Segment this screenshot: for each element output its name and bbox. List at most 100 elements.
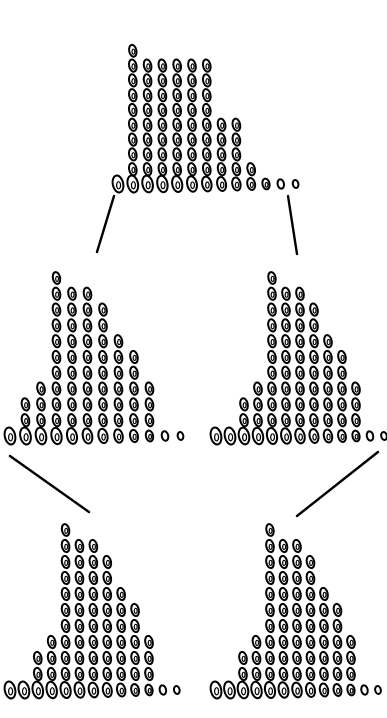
- seed-mark: [333, 603, 343, 617]
- seed-mark: [292, 651, 302, 665]
- seed-mark: [114, 382, 124, 396]
- seed-mark: [309, 303, 319, 317]
- seed-mark: [250, 681, 263, 699]
- seed-mark: [265, 603, 275, 617]
- seed-mark: [265, 619, 275, 633]
- seed-mark: [157, 162, 167, 176]
- seed-mark: [172, 162, 182, 176]
- seed-mark: [187, 103, 197, 117]
- seed-mark: [129, 398, 139, 412]
- seed-mark: [265, 635, 275, 649]
- seed-mark: [308, 428, 319, 444]
- seed-mark: [267, 382, 277, 396]
- seed-mark: [52, 319, 62, 333]
- seed-mark: [88, 539, 98, 553]
- seed-mark: [129, 366, 139, 380]
- seed-mark: [187, 148, 197, 162]
- seed-mark: [61, 635, 71, 649]
- seed-mark: [253, 413, 263, 427]
- seed-mark: [265, 651, 275, 665]
- seed-mark: [88, 651, 98, 665]
- seed-mark: [59, 681, 72, 699]
- tree-middle-left: [3, 271, 184, 445]
- seed-mark: [295, 413, 305, 427]
- seed-mark: [295, 287, 305, 301]
- seed-mark: [88, 635, 98, 649]
- seed-mark: [102, 651, 112, 665]
- seed-mark: [75, 635, 85, 649]
- seed-mark: [143, 74, 153, 88]
- seed-mark: [309, 334, 319, 348]
- seed-mark: [202, 103, 212, 117]
- seed-mark: [102, 667, 112, 681]
- seed-mark: [295, 334, 305, 348]
- seed-mark: [374, 686, 381, 695]
- seed-mark: [145, 382, 155, 396]
- seed-mark: [281, 366, 291, 380]
- seed-mark: [130, 651, 140, 665]
- seed-mark: [128, 118, 138, 132]
- seed-mark: [202, 133, 212, 147]
- apex-seed-mark: [265, 523, 275, 536]
- seed-mark: [337, 366, 347, 380]
- seed-mark: [323, 334, 333, 348]
- seed-mark: [251, 427, 264, 445]
- seed-mark: [67, 350, 77, 364]
- seed-mark: [83, 413, 93, 427]
- seed-mark: [187, 133, 197, 147]
- seed-mark: [323, 429, 334, 444]
- seed-mark: [159, 685, 167, 696]
- connector-top-to-middle-left: [97, 196, 114, 252]
- seed-mark: [252, 667, 262, 681]
- seed-mark: [157, 74, 167, 88]
- seed-mark: [306, 667, 316, 681]
- seed-mark: [61, 651, 71, 665]
- seed-mark: [36, 382, 46, 396]
- seed-mark: [337, 350, 347, 364]
- seed-mark: [66, 427, 79, 445]
- seed-mark: [333, 635, 343, 649]
- seed-mark: [187, 162, 197, 176]
- seed-mark: [75, 619, 85, 633]
- seed-mark: [172, 74, 182, 88]
- seed-mark: [177, 432, 184, 441]
- seed-mark: [295, 303, 305, 317]
- seed-mark: [281, 334, 291, 348]
- seed-mark: [292, 587, 302, 601]
- seed-mark: [292, 619, 302, 633]
- seed-mark: [279, 619, 289, 633]
- seed-mark: [143, 133, 153, 147]
- seed-mark: [102, 603, 112, 617]
- connector-lines: [10, 196, 378, 516]
- seed-mark: [309, 382, 319, 396]
- seed-mark: [351, 382, 361, 396]
- seed-mark: [279, 651, 289, 665]
- seed-mark: [351, 430, 360, 442]
- seed-mark: [156, 175, 169, 193]
- seed-mark: [267, 334, 277, 348]
- seed-mark: [306, 571, 316, 585]
- seed-mark: [309, 350, 319, 364]
- seed-mark: [98, 303, 108, 317]
- seed-mark: [52, 398, 62, 412]
- seed-mark: [102, 587, 112, 601]
- seed-mark: [33, 651, 43, 665]
- seed-mark: [267, 398, 277, 412]
- seed-mark: [67, 287, 77, 301]
- seed-mark: [337, 398, 347, 412]
- seed-mark: [83, 334, 93, 348]
- seed-mark: [252, 635, 262, 649]
- seed-mark: [295, 398, 305, 412]
- seed-mark: [263, 681, 276, 699]
- seed-mark: [223, 427, 237, 446]
- seed-mark: [279, 587, 289, 601]
- seed-mark: [157, 148, 167, 162]
- seed-mark: [171, 175, 184, 193]
- seed-mark: [88, 587, 98, 601]
- seed-mark: [252, 651, 262, 665]
- seed-mark: [281, 398, 291, 412]
- seed-mark: [173, 686, 180, 695]
- tree-bottom-left: [3, 523, 180, 699]
- seed-mark: [217, 148, 227, 162]
- seed-mark: [279, 571, 289, 585]
